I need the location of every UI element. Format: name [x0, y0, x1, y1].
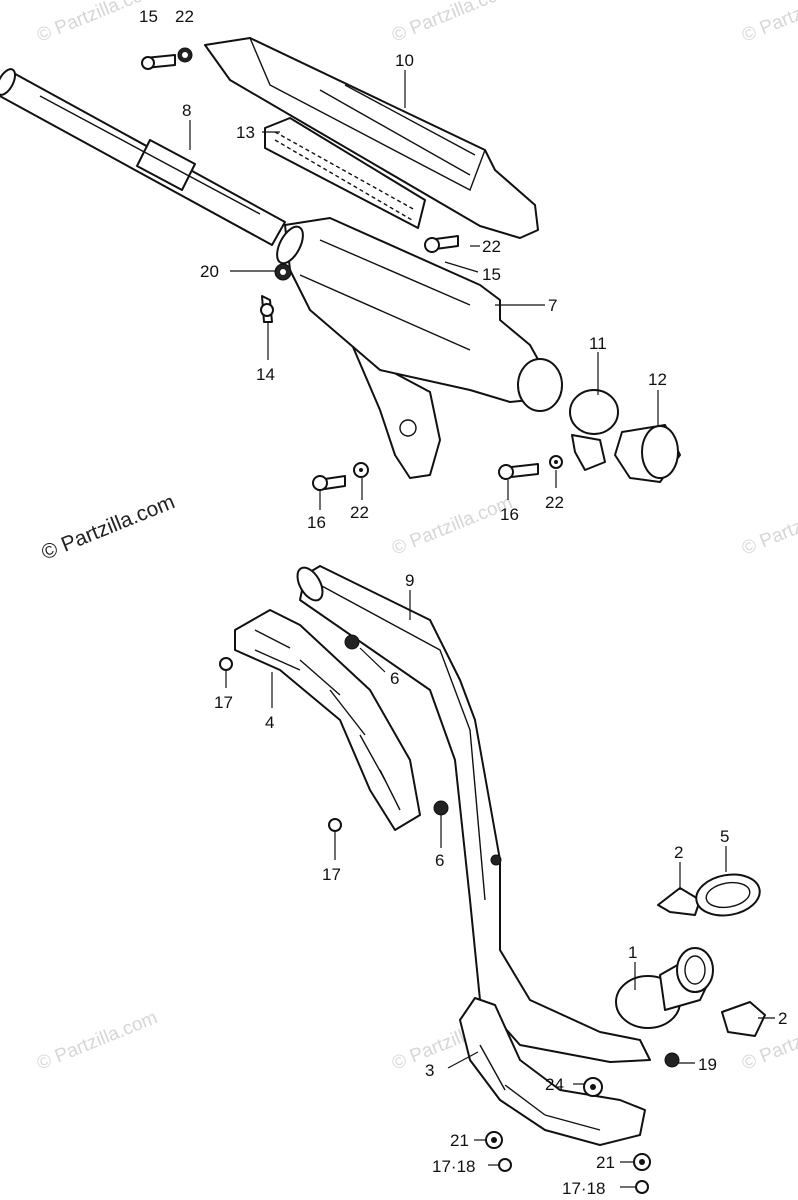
fastener-bolt-1718-right[interactable] [635, 1180, 649, 1194]
callout-22-lower-left: 22 [350, 503, 369, 522]
part-7-muffler[interactable] [272, 217, 546, 479]
callout-17-top: 17 [214, 693, 233, 712]
fastener-bolt-15-top[interactable] [141, 54, 176, 70]
fastener-bolt-14[interactable] [260, 295, 274, 323]
callout-5: 5 [720, 827, 729, 846]
callout-19: 19 [698, 1055, 717, 1074]
callout-16-right: 16 [500, 505, 519, 524]
callout-17-mid: 17 [322, 865, 341, 884]
fastener-bolt-15-mid[interactable] [424, 235, 459, 253]
callout-7: 7 [548, 296, 557, 315]
callout-24: 24 [545, 1075, 564, 1094]
callout-14: 14 [256, 365, 275, 384]
fastener-nut-24[interactable] [583, 1077, 603, 1097]
watermark-6: © Partzilla.com [34, 1007, 161, 1074]
callout-22-mid: 22 [482, 237, 501, 256]
callout-21-right: 21 [596, 1153, 615, 1172]
part-12-sleeve[interactable] [614, 424, 681, 483]
fastener-bolt-17-mid[interactable] [328, 818, 342, 832]
watermark-3: © Partzilla.com [739, 0, 798, 47]
callout-11: 11 [589, 334, 607, 353]
copyright-text: © Partzilla.com [38, 490, 178, 564]
callout-3: 3 [425, 1061, 434, 1080]
callout-6-top: 6 [390, 669, 399, 688]
watermark-2: © Partzilla.com [389, 0, 516, 47]
callout-17-18-right: 17·18 [562, 1179, 605, 1198]
leader-lines [189, 70, 775, 1188]
fastener-bolt-16-left[interactable] [312, 475, 346, 491]
part-10-heat-guard[interactable] [204, 37, 539, 239]
fastener-washer-22-top[interactable] [177, 47, 193, 63]
callout-22-top: 22 [175, 7, 194, 26]
fastener-washer-22-right[interactable] [549, 455, 563, 469]
callout-21-left: 21 [450, 1131, 469, 1150]
part-2-collar-half-top[interactable] [657, 887, 701, 916]
callout-labels: 15 22 10 8 13 22 15 20 7 11 12 14 16 22 … [139, 7, 787, 1198]
callout-16-left: 16 [307, 513, 326, 532]
callout-15-mid: 15 [482, 265, 501, 284]
part-13-label[interactable] [264, 117, 426, 229]
fastener-washer-22-left[interactable] [353, 462, 369, 478]
callout-1: 1 [628, 943, 637, 962]
fastener-nut-6-mid[interactable] [433, 800, 449, 816]
callout-15-top: 15 [139, 7, 158, 26]
part-3-heat-protector-lower[interactable] [459, 997, 646, 1146]
fastener-bolt-17-top[interactable] [219, 657, 233, 671]
callout-22-lower-right: 22 [545, 493, 564, 512]
fastener-washer-21-right[interactable] [633, 1153, 651, 1171]
callout-2-right: 2 [778, 1009, 787, 1028]
callout-10: 10 [395, 51, 414, 70]
watermark-4: © Partzilla.com [389, 492, 516, 559]
part-4-heat-protector[interactable] [234, 609, 421, 831]
callout-13: 13 [236, 123, 255, 142]
callout-12: 12 [648, 370, 667, 389]
callout-17-18-left: 17·18 [432, 1157, 475, 1176]
callout-2-top: 2 [674, 843, 683, 862]
fastener-bolt-1718-left[interactable] [498, 1158, 512, 1172]
callout-8: 8 [182, 101, 191, 120]
fastener-nut-19[interactable] [664, 1052, 680, 1068]
callout-9: 9 [405, 571, 414, 590]
fastener-nut-6-top[interactable] [344, 634, 360, 650]
callout-6-mid: 6 [435, 851, 444, 870]
part-11-clamp[interactable] [517, 358, 619, 471]
part-1-joint-collar[interactable] [615, 947, 714, 1029]
callout-4: 4 [265, 713, 274, 732]
part-8-pipe[interactable] [0, 66, 286, 246]
fastener-washer-21-left[interactable] [485, 1131, 503, 1149]
part-2-collar-half-right[interactable] [721, 1001, 766, 1037]
fastener-washer-20[interactable] [274, 263, 292, 281]
part-5-gasket[interactable] [693, 870, 763, 921]
watermark-5: © Partzilla.com [739, 492, 798, 559]
callout-20: 20 [200, 262, 219, 281]
fastener-bolt-16-right[interactable] [498, 463, 539, 480]
